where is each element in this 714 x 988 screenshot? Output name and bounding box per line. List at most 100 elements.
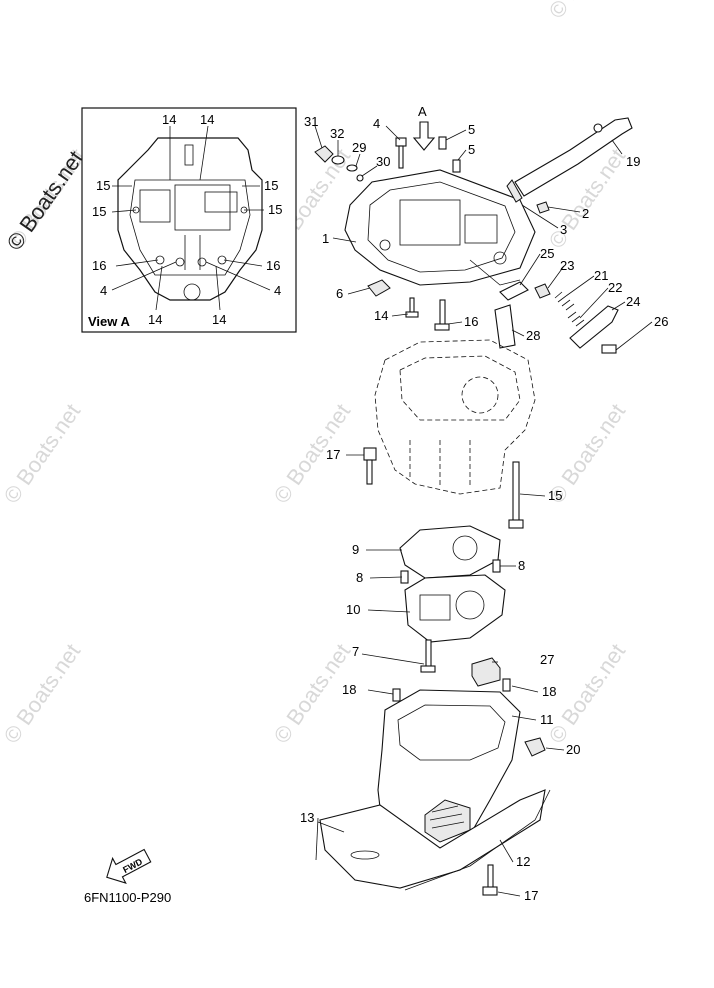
callout-16: 16 — [464, 314, 478, 329]
inset-callout: 15 — [264, 178, 278, 193]
inset-leader — [155, 265, 163, 311]
view-arrow-label: A — [418, 104, 427, 119]
bolts-17-15 — [363, 447, 524, 529]
bolt-17-shank — [366, 459, 373, 485]
leader — [547, 206, 581, 213]
bracket-20 — [524, 737, 546, 757]
phantom-case-ribs — [409, 440, 471, 488]
leader — [361, 653, 425, 665]
dowel-8a — [400, 570, 409, 584]
leader — [611, 139, 623, 155]
callout-4: 4 — [373, 116, 380, 131]
inset-callout: 14 — [200, 112, 214, 127]
exhaust-guide-pocket — [419, 594, 451, 621]
inset-center-block — [174, 184, 231, 231]
watermark-faint: © Boats.net — [269, 399, 356, 508]
leader — [521, 204, 559, 229]
inset-caption: View A — [88, 314, 131, 329]
watermark-faint: © Boats.net — [544, 639, 631, 748]
dowel-18a — [392, 688, 401, 702]
leader — [445, 129, 467, 141]
lever-24 — [569, 305, 619, 349]
callouts: 1 2 3 4 5 5 6 7 8 8 9 10 11 12 13 14 15 … — [300, 114, 668, 903]
spring-21 — [554, 291, 575, 311]
inset-callout: 16 — [266, 258, 280, 273]
leader — [547, 265, 565, 289]
watermark-main: © Boats.net — [2, 146, 89, 255]
seal-27 — [471, 657, 501, 687]
leader — [385, 125, 401, 141]
inset-callout: 15 — [96, 178, 110, 193]
inset-inner-outline — [129, 179, 251, 276]
bolt-shank-4 — [398, 145, 404, 169]
inset-callout: 14 — [212, 312, 226, 327]
view-arrow-a: A — [412, 104, 436, 151]
leader — [391, 313, 409, 317]
callout-26: 26 — [654, 314, 668, 329]
leader — [511, 715, 537, 721]
diagram-code: 6FN1100-P290 — [84, 890, 171, 905]
leader — [511, 329, 525, 337]
upper-case-rim — [367, 181, 516, 273]
inset-leader — [111, 261, 177, 291]
exhaust-guide-bore — [455, 590, 485, 620]
dowel-8b — [492, 559, 501, 573]
cowling-seal-13 — [315, 817, 319, 861]
bolt-head-4 — [395, 137, 407, 147]
inset-callout: 16 — [92, 258, 106, 273]
exhaust-guide-body — [404, 574, 506, 643]
lower-case-grill — [429, 805, 465, 829]
oring-29 — [346, 164, 358, 172]
callout-14: 14 — [374, 308, 388, 323]
inset-leader — [199, 125, 209, 181]
leader — [497, 891, 521, 897]
leader — [355, 153, 361, 167]
gasket-9-hole — [452, 535, 478, 561]
dowel-5a — [438, 136, 447, 150]
bolt-2 — [536, 201, 550, 214]
bolt-16-head — [434, 323, 450, 331]
view-arrow-icon — [412, 121, 436, 151]
callout-19: 19 — [626, 154, 640, 169]
bolt-7-head — [420, 665, 436, 673]
callout-13: 13 — [300, 810, 314, 825]
callout-30: 30 — [376, 154, 390, 169]
bolt-16-shank — [439, 299, 446, 327]
exhaust-pipe-bolt — [593, 123, 603, 133]
leader — [367, 609, 411, 613]
callout-29: 29 — [352, 140, 366, 155]
bottom-cowling — [319, 789, 546, 889]
oring-32 — [331, 155, 345, 165]
callout-11: 11 — [540, 712, 554, 727]
callout-17b: 17 — [524, 888, 538, 903]
watermark-faint: © Boats.net — [0, 399, 85, 508]
leader — [519, 253, 541, 286]
callout-32: 32 — [330, 126, 344, 141]
dowel-18b — [502, 678, 511, 692]
watermark-faint: © Boats.net — [0, 639, 85, 748]
inset-leader — [223, 259, 263, 267]
grommet-6 — [367, 279, 391, 297]
inset-view-a: 14 14 15 15 15 15 16 16 4 4 14 14 View A — [81, 107, 297, 333]
dowel-5b — [452, 159, 461, 173]
inset-leader — [111, 209, 137, 213]
leader — [332, 237, 357, 243]
callout-5a: 5 — [468, 122, 475, 137]
leader — [499, 839, 514, 863]
upper-case-pocket — [464, 214, 498, 244]
screw-30 — [356, 174, 364, 182]
callout-10: 10 — [346, 602, 360, 617]
leader — [369, 576, 403, 579]
leader — [545, 747, 565, 751]
callout-17a: 17 — [326, 447, 340, 462]
callout-9: 9 — [352, 542, 359, 557]
exhaust-pipe-joint — [506, 179, 523, 203]
inset-leader — [205, 261, 271, 291]
inset-callout: 4 — [100, 283, 107, 298]
leader — [317, 821, 345, 833]
bolt-26 — [601, 344, 617, 354]
lower-case — [377, 689, 521, 849]
callout-5b: 5 — [468, 142, 475, 157]
callout-18a: 18 — [342, 682, 356, 697]
callout-25: 25 — [540, 246, 554, 261]
